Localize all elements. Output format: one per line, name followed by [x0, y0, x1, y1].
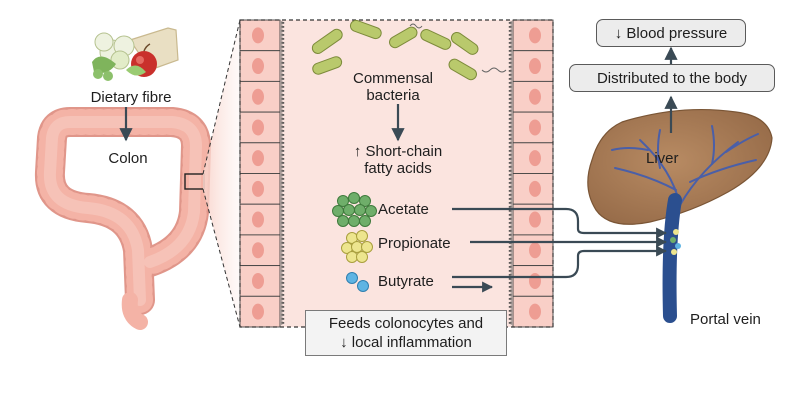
acetate-label: Acetate	[378, 201, 429, 218]
scfa-line-1: ↑ Short-chain	[353, 143, 443, 160]
cell-nucleus	[529, 27, 541, 44]
zoom-guide-bottom	[202, 188, 241, 328]
commensal-bacteria-label: Commensal bacteria	[338, 70, 448, 104]
scfa-line-2: fatty acids	[364, 160, 432, 177]
commensal-bacteria-line-2: bacteria	[366, 87, 420, 104]
cell-nucleus	[252, 88, 264, 105]
zoom-guide-top	[202, 19, 241, 175]
acetate-molecule-icon	[332, 192, 377, 227]
acetate-to-vein-arrow	[452, 207, 668, 239]
epithelial-cell	[512, 265, 554, 297]
feeds-colonocytes-box: Feeds colonocytes and ↓ local inflammati…	[305, 310, 507, 356]
butyrate-molecule-icon	[346, 272, 369, 292]
butyrate-to-vein-arrow	[452, 245, 668, 279]
cell-nucleus	[252, 27, 264, 44]
cell-nucleus	[529, 242, 541, 259]
cell-nucleus	[252, 272, 264, 289]
cell-nucleus	[529, 303, 541, 320]
epithelial-cell	[239, 265, 281, 297]
portal-vein-label: Portal vein	[690, 311, 761, 328]
cell-nucleus	[529, 272, 541, 289]
cell-nucleus	[529, 150, 541, 167]
cell-nucleus	[529, 119, 541, 136]
food-icon	[92, 27, 179, 81]
commensal-bacteria-line-1: Commensal	[352, 70, 434, 87]
liver-label: Liver	[646, 150, 679, 167]
scfa-label: ↑ Short-chain fatty acids	[338, 143, 458, 177]
cell-nucleus	[529, 211, 541, 228]
cell-nucleus	[529, 88, 541, 105]
propionate-molecule-icon	[341, 230, 373, 263]
cell-nucleus	[252, 303, 264, 320]
cell-nucleus	[252, 242, 264, 259]
portal-vein-icon	[662, 193, 682, 323]
distributed-to-body-box: Distributed to the body	[569, 64, 775, 92]
feeds-colonocytes-line-1: Feeds colonocytes and	[328, 315, 484, 332]
cell-nucleus	[252, 58, 264, 75]
blood-pressure-box: ↓ Blood pressure	[596, 19, 746, 47]
dietary-fibre-label: Dietary fibre	[90, 89, 172, 106]
butyrate-label: Butyrate	[378, 273, 434, 290]
cell-nucleus	[252, 211, 264, 228]
bacteria-icon	[311, 19, 507, 81]
arrows	[119, 46, 678, 293]
left-microvilli	[280, 21, 285, 325]
feeds-colonocytes-line-2: ↓ local inflammation	[340, 334, 472, 351]
left-epithelial-cells	[239, 19, 281, 328]
right-epithelial-cells	[512, 19, 554, 328]
propionate-label: Propionate	[378, 235, 451, 252]
cell-nucleus	[252, 119, 264, 136]
cell-nucleus	[252, 180, 264, 197]
colon-icon	[34, 107, 211, 330]
colon-lumen-panel	[239, 19, 554, 328]
colon-label: Colon	[108, 150, 148, 167]
right-microvilli	[508, 21, 513, 325]
cell-nucleus	[529, 180, 541, 197]
zoom-guide-glow	[203, 20, 240, 327]
liver-icon	[587, 108, 773, 225]
cell-nucleus	[252, 150, 264, 167]
cell-nucleus	[529, 58, 541, 75]
